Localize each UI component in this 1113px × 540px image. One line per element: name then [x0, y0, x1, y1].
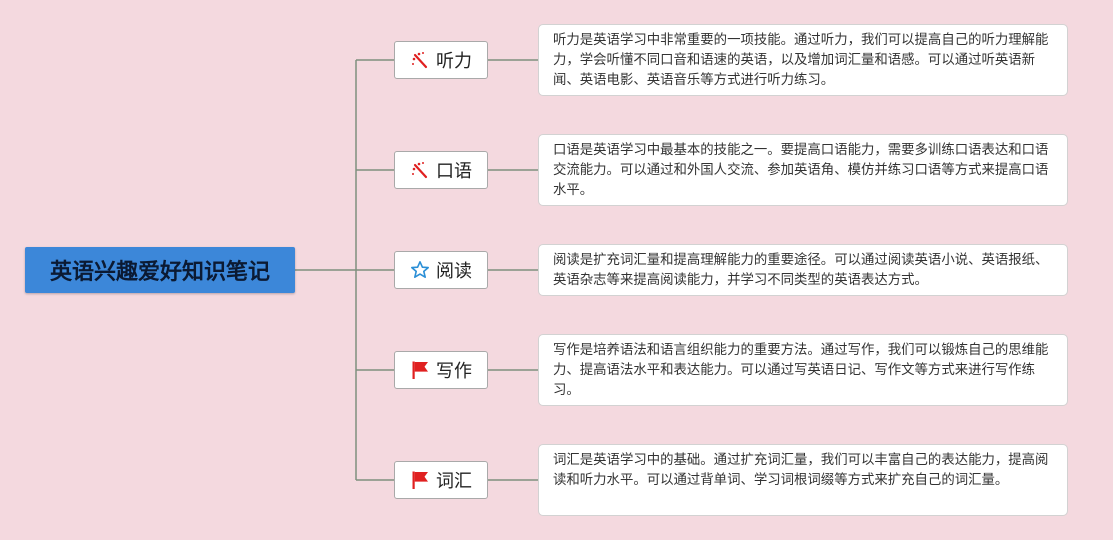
note-text: 阅读是扩充词汇量和提高理解能力的重要途径。可以通过阅读英语小说、英语报纸、英语杂…: [553, 253, 1049, 288]
root-topic[interactable]: 英语兴趣爱好知识笔记: [25, 247, 295, 293]
note-text: 口语是英语学习中最基本的技能之一。要提高口语能力，需要多训练口语表达和口语交流能…: [553, 143, 1049, 198]
branch-label: 写作: [436, 361, 472, 382]
flag-icon: [410, 360, 430, 380]
root-title: 英语兴趣爱好知识笔记: [49, 260, 270, 285]
wand-icon: [410, 50, 430, 70]
note-speaking: 口语是英语学习中最基本的技能之一。要提高口语能力，需要多训练口语表达和口语交流能…: [538, 134, 1068, 206]
note-writing: 写作是培养语法和语言组织能力的重要方法。通过写作，我们可以锻炼自己的思维能力、提…: [538, 334, 1068, 406]
note-reading: 阅读是扩充词汇量和提高理解能力的重要途径。可以通过阅读英语小说、英语报纸、英语杂…: [538, 244, 1068, 296]
note-listening: 听力是英语学习中非常重要的一项技能。通过听力，我们可以提高自己的听力理解能力，学…: [538, 24, 1068, 96]
branch-label: 口语: [436, 161, 472, 182]
note-vocabulary: 词汇是英语学习中的基础。通过扩充词汇量，我们可以丰富自己的表达能力，提高阅读和听…: [538, 444, 1068, 516]
branch-topic-reading[interactable]: 阅读: [394, 251, 488, 289]
flag-icon: [410, 470, 430, 490]
branch-label: 词汇: [436, 471, 472, 492]
note-text: 词汇是英语学习中的基础。通过扩充词汇量，我们可以丰富自己的表达能力，提高阅读和听…: [553, 453, 1049, 488]
note-text: 听力是英语学习中非常重要的一项技能。通过听力，我们可以提高自己的听力理解能力，学…: [553, 33, 1049, 88]
branch-label: 阅读: [436, 261, 472, 282]
note-text: 写作是培养语法和语言组织能力的重要方法。通过写作，我们可以锻炼自己的思维能力、提…: [553, 343, 1049, 398]
branch-topic-vocabulary[interactable]: 词汇: [394, 461, 488, 499]
wand-icon: [410, 160, 430, 180]
branch-label: 听力: [436, 51, 472, 72]
star-icon: [410, 260, 430, 280]
branch-topic-speaking[interactable]: 口语: [394, 151, 488, 189]
branch-topic-listening[interactable]: 听力: [394, 41, 488, 79]
branch-topic-writing[interactable]: 写作: [394, 351, 488, 389]
